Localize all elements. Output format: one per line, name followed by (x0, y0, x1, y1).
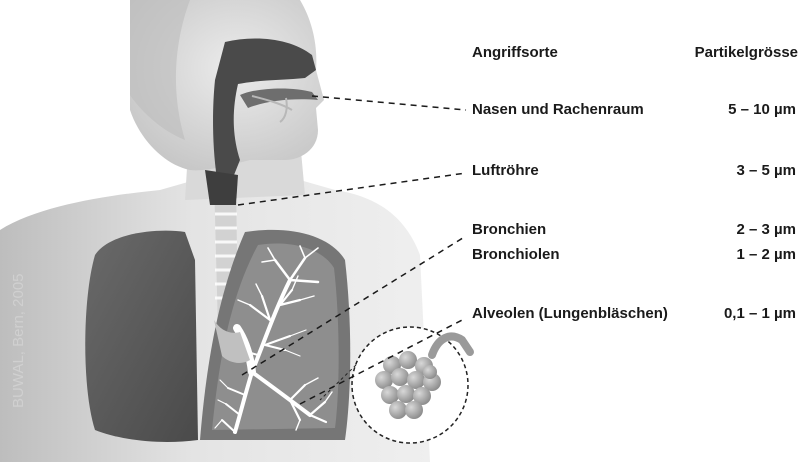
row-size-luftroehre: 3 – 5 µm (640, 162, 796, 180)
credit-caption: BUWAL, Bern, 2005 (10, 273, 27, 408)
larynx (205, 170, 238, 205)
row-size-nasen: 5 – 10 µm (640, 101, 796, 119)
row-size-alveolen: 0,1 – 1 µm (690, 305, 796, 323)
row-site-bronchien: Bronchien (472, 221, 546, 239)
row-site-nasen: Nasen und Rachenraum (472, 101, 644, 119)
left-lung (85, 231, 198, 442)
row-site-luftroehre: Luftröhre (472, 162, 539, 180)
row-size-bronchien: 2 – 3 µm (640, 221, 796, 239)
row-site-bronchiolen: Bronchiolen (472, 246, 560, 264)
header-size-label: Partikelgrösse (640, 44, 798, 62)
row-size-bronchiolen: 1 – 2 µm (640, 246, 796, 264)
row-site-alveolen: Alveolen (Lungenbläschen) (472, 305, 668, 323)
header-site-label: Angriffsorte (472, 44, 558, 62)
